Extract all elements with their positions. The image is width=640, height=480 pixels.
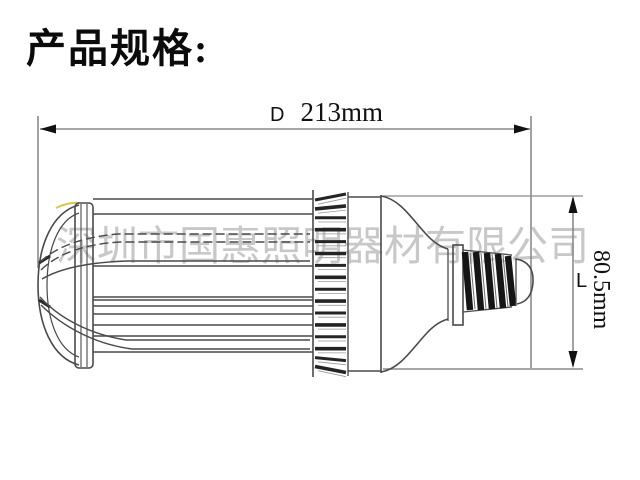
heatsink-fin xyxy=(314,364,347,375)
screw-threads xyxy=(461,251,517,311)
led-strip-curve-1 xyxy=(39,233,310,263)
heatsink-fin xyxy=(314,192,347,202)
lamp-tube xyxy=(39,198,313,353)
housing-taper-bottom xyxy=(380,318,449,373)
heatsink-fins xyxy=(312,190,349,378)
led-strip-curve-5 xyxy=(40,304,310,350)
heatsink-fin-gap xyxy=(317,197,347,205)
length-dimension-letter: D xyxy=(270,104,285,126)
led-strip-curve-3 xyxy=(41,260,310,280)
housing-taper-top xyxy=(380,195,449,250)
heatsink-fin xyxy=(314,356,347,363)
heatsink-fin-gap xyxy=(317,209,347,214)
e27-screw-base xyxy=(461,249,534,313)
mounting-flange xyxy=(74,202,94,369)
heatsink-fin xyxy=(314,204,347,211)
base-tip xyxy=(515,258,534,305)
length-dimension-value: 213mm xyxy=(300,97,383,127)
led-strip-curve-4 xyxy=(39,296,310,341)
arrow-down xyxy=(568,351,578,368)
dome-cap xyxy=(37,201,80,366)
lamp-housing xyxy=(348,195,464,373)
dome-inner-arc xyxy=(46,212,80,358)
dimension-lines xyxy=(37,116,583,370)
dimension-arrows xyxy=(40,124,578,368)
arrow-right xyxy=(514,124,530,134)
page-title: 产品规格: xyxy=(26,26,210,71)
thread-gaps xyxy=(469,252,509,310)
length-dimension-label: D 213mm xyxy=(270,97,383,128)
led-strip-curve-2 xyxy=(40,241,310,271)
height-dimension-value: 80.5mm xyxy=(588,250,614,330)
neck-ring xyxy=(452,244,464,326)
heatsink-fin-gap xyxy=(317,370,347,378)
dome-outer-arc xyxy=(37,204,80,366)
arrow-up xyxy=(568,196,578,213)
arrow-left xyxy=(40,124,56,134)
heatsink-fin-gap xyxy=(317,361,347,366)
height-dimension-letter: L xyxy=(576,270,588,292)
